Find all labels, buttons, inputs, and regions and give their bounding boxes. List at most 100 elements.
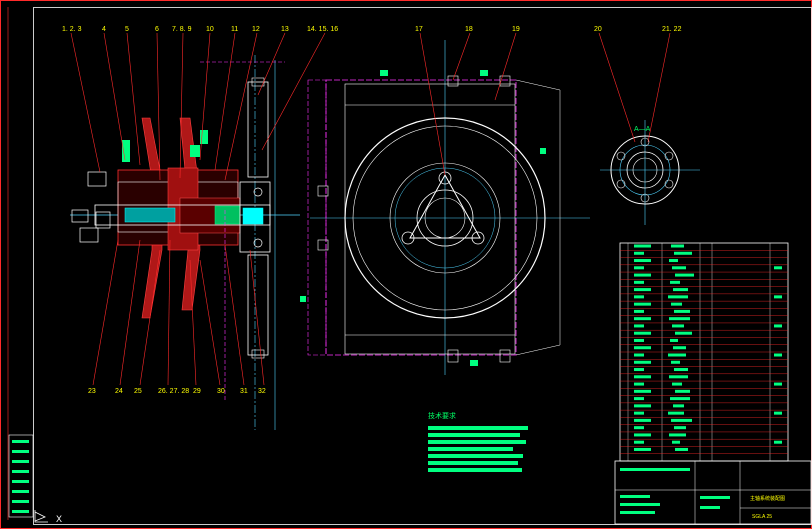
bom-cell-placeholder [634, 368, 644, 372]
bom-cell-placeholder [634, 331, 651, 335]
bom-cell-placeholder [671, 302, 682, 306]
bom-cell-placeholder [672, 440, 680, 444]
bom-cell-placeholder [675, 389, 690, 393]
bom-cell-placeholder [673, 404, 684, 408]
bom-cell-placeholder [634, 324, 644, 328]
ucs-axis-icon: X [34, 510, 62, 524]
bom-cell-placeholder [634, 251, 644, 255]
bom-cell-placeholder [669, 375, 688, 379]
bom-cell-placeholder [668, 295, 688, 299]
bom-cell-placeholder [634, 317, 651, 321]
bom-cell-placeholder [774, 353, 782, 357]
bom-cell-placeholder [634, 346, 651, 350]
bom-cell-placeholder [675, 447, 688, 451]
callout-17: 17 [415, 26, 423, 33]
bom-cell-placeholder [634, 280, 644, 284]
callout-14: 14. 15. 16 [307, 26, 338, 33]
bom-cell-placeholder [671, 360, 680, 364]
bom-cell-placeholder [634, 389, 651, 393]
callout-24: 24 [115, 388, 123, 395]
bom-cell-placeholder [634, 244, 651, 248]
callout-10: 10 [206, 26, 214, 33]
bom-cell-placeholder [672, 382, 682, 386]
callout-23: 23 [88, 388, 96, 395]
bom-cell-placeholder [634, 418, 651, 422]
callout-labels-top: 1. 2. 3 4 5 6 7. 8. 9 10 11 12 13 14. 15… [62, 26, 682, 33]
callout-29: 29 [193, 388, 201, 395]
callout-11: 11 [231, 26, 238, 33]
parts-list-table [619, 242, 789, 462]
callout-7: 7. 8. 9 [172, 26, 192, 33]
bom-cell-placeholder [634, 375, 651, 379]
callout-21: 21. 22 [662, 26, 682, 33]
bom-cell-placeholder [634, 266, 644, 270]
bom-cell-placeholder [634, 360, 651, 364]
bom-cell-placeholder [634, 440, 644, 444]
bom-cell-placeholder [634, 288, 651, 292]
bom-cell-placeholder [670, 338, 678, 342]
bom-cell-placeholder [669, 317, 690, 321]
callout-5: 5 [125, 26, 129, 33]
callout-4: 4 [102, 26, 106, 33]
bom-cell-placeholder [670, 280, 680, 284]
bom-cell-placeholder [672, 266, 686, 270]
bom-cell-placeholder [634, 433, 651, 437]
callout-1: 1. 2. 3 [62, 26, 82, 33]
bom-cell-placeholder [634, 411, 644, 415]
bom-cell-placeholder [634, 273, 651, 277]
drawing-name: 主轴系统装配图 [750, 495, 785, 502]
bom-cell-placeholder [634, 338, 644, 342]
bom-cell-placeholder [668, 353, 686, 357]
callout-31: 31 [240, 388, 248, 395]
bom-cell-placeholder [634, 447, 651, 451]
callout-12: 12 [252, 26, 260, 33]
bom-cell-placeholder [673, 288, 688, 292]
callout-18: 18 [465, 26, 473, 33]
bom-cell-placeholder [675, 273, 694, 277]
leader-lines-bottom [92, 239, 265, 386]
sectional-view [70, 55, 300, 430]
bom-cell-placeholder [634, 397, 644, 401]
callout-13: 13 [281, 26, 289, 33]
bom-cell-placeholder [634, 295, 644, 299]
bom-cell-placeholder [674, 368, 688, 372]
bom-cell-placeholder [669, 433, 686, 437]
bom-cell-placeholder [674, 309, 690, 313]
callout-19: 19 [512, 26, 520, 33]
bom-cell-placeholder [671, 418, 692, 422]
bom-cell-placeholder [634, 353, 644, 357]
bom-cell-placeholder [634, 426, 644, 430]
callout-26: 26. 27. 28 [158, 388, 189, 395]
bom-cell-placeholder [774, 411, 782, 415]
bom-cell-placeholder [774, 266, 782, 270]
bom-cell-placeholder [774, 295, 782, 299]
tech-requirements-block: 技术要求 [428, 411, 528, 472]
drawing-number: SGLA 25 [752, 514, 772, 520]
bom-cell-placeholder [672, 324, 684, 328]
bom-cell-placeholder [669, 259, 678, 263]
bom-cell-placeholder [634, 259, 651, 263]
front-view [300, 40, 590, 375]
section-a-a-view: A—A [600, 120, 700, 225]
bom-cell-placeholder [774, 324, 782, 328]
bom-cell-placeholder [774, 440, 782, 444]
ucs-axis-label: X [56, 514, 62, 524]
callout-30: 30 [217, 388, 225, 395]
bom-cell-placeholder [634, 382, 644, 386]
revision-block [8, 434, 34, 518]
bom-cell-placeholder [673, 346, 686, 350]
bom-cell-placeholder [674, 426, 686, 430]
bom-cell-placeholder [774, 382, 782, 386]
callout-25: 25 [134, 388, 142, 395]
bom-cell-placeholder [670, 397, 690, 401]
section-label: A—A [634, 126, 651, 133]
bom-cell-placeholder [634, 309, 644, 313]
callout-32: 32 [258, 388, 266, 395]
bom-cell-placeholder [675, 331, 692, 335]
callout-6: 6 [155, 26, 159, 33]
bom-cell-placeholder [671, 244, 684, 248]
title-block: 主轴系统装配图 SGLA 25 [614, 460, 812, 525]
bom-cell-placeholder [634, 302, 651, 306]
bom-cell-placeholder [674, 251, 692, 255]
